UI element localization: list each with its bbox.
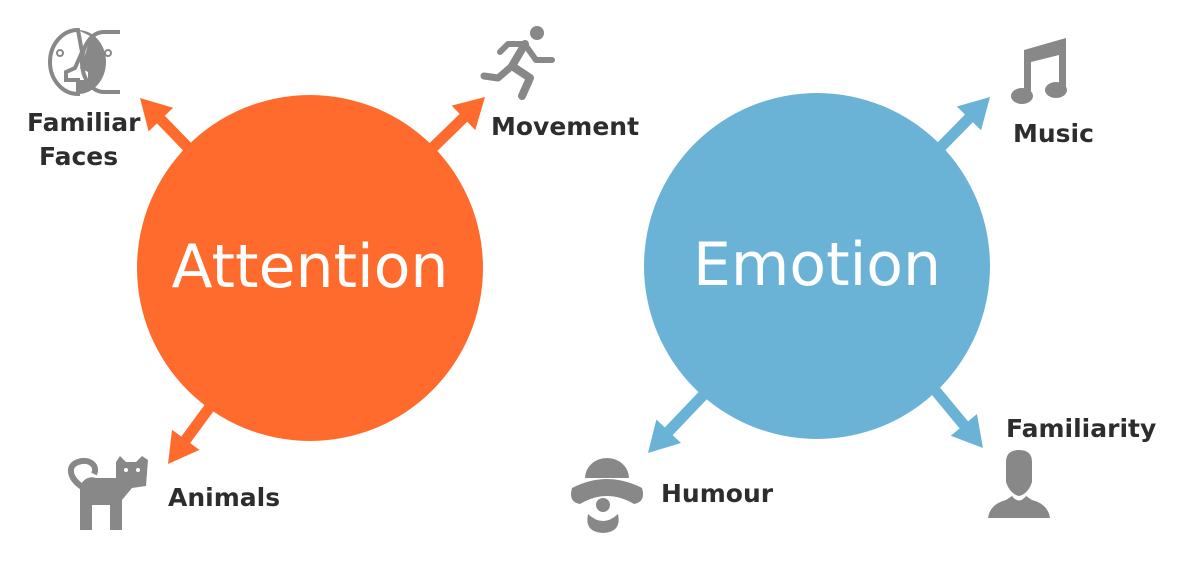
clown-icon	[571, 458, 643, 533]
faces-icon	[48, 27, 120, 97]
label-music: Music	[1013, 119, 1094, 148]
arrow-humour	[648, 384, 714, 453]
attention-title: Attention	[171, 232, 449, 302]
running-person-icon	[480, 26, 555, 100]
person-silhouette-icon	[988, 450, 1050, 518]
label-familiarity: Familiarity	[1006, 414, 1157, 443]
music-note-icon	[1011, 38, 1067, 104]
arrow-familiarity-head	[950, 414, 983, 448]
arrow-animals	[168, 396, 220, 464]
attention-circle	[137, 95, 483, 441]
label-animals: Animals	[168, 483, 281, 512]
arrow-movement-head	[451, 97, 485, 131]
label-line-2: Faces	[39, 142, 119, 171]
emotion-title: Emotion	[693, 230, 941, 300]
arrow-humour-head	[648, 419, 682, 453]
label-line-1: Familiar	[27, 108, 141, 137]
label-familiar-faces: Familiar Faces	[27, 106, 140, 174]
arrow-music-head	[956, 97, 990, 131]
emotion-circle	[644, 93, 990, 439]
arrow-familiar-faces-head	[140, 98, 174, 132]
cat-icon	[67, 456, 148, 530]
label-movement: Movement	[491, 112, 640, 141]
arrow-animals-head	[168, 429, 200, 464]
label-humour: Humour	[661, 479, 774, 508]
